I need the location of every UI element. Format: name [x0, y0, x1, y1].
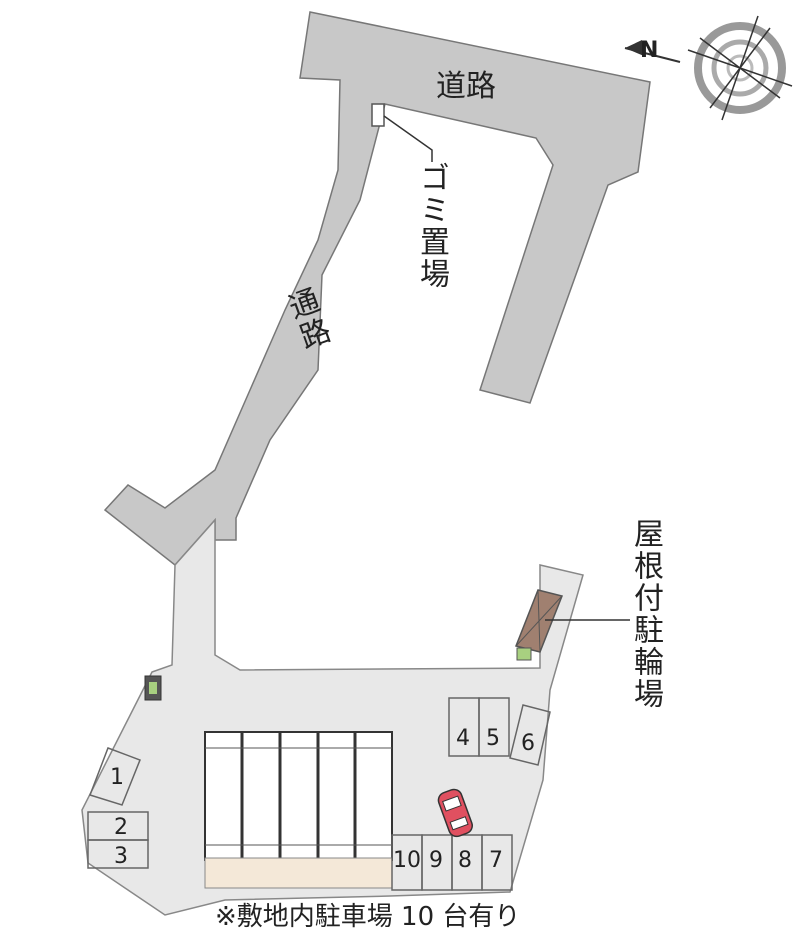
compass-icon — [624, 15, 793, 121]
road-label: 道路 — [436, 69, 496, 104]
garbage-label: ゴミ置場 — [414, 162, 449, 290]
bike-shed — [514, 589, 630, 653]
parking-block-left — [87, 747, 149, 869]
parking-space-9: 9 — [429, 848, 443, 873]
parking-block-lower — [391, 834, 513, 891]
bike-parking-label: 屋根付駐輪場 — [628, 518, 663, 710]
parking-space-6: 6 — [521, 731, 535, 756]
car-icon — [437, 788, 473, 838]
bicycle-icon — [144, 647, 532, 701]
parking-footnote: ※敷地内駐車場 10 台有り — [215, 902, 521, 932]
parking-space-8: 8 — [458, 848, 472, 873]
parking-space-7: 7 — [489, 848, 503, 873]
parking-space-1: 1 — [110, 765, 124, 790]
building — [204, 731, 393, 889]
parking-space-5: 5 — [486, 726, 500, 751]
garbage-area — [371, 103, 433, 162]
parking-space-3: 3 — [114, 844, 128, 869]
parking-space-2: 2 — [114, 815, 128, 840]
road-area — [103, 11, 651, 567]
parking-space-4: 4 — [456, 726, 470, 751]
north-label: N — [640, 38, 659, 63]
parking-block-upper — [448, 697, 551, 766]
parking-space-10: 10 — [393, 848, 421, 873]
